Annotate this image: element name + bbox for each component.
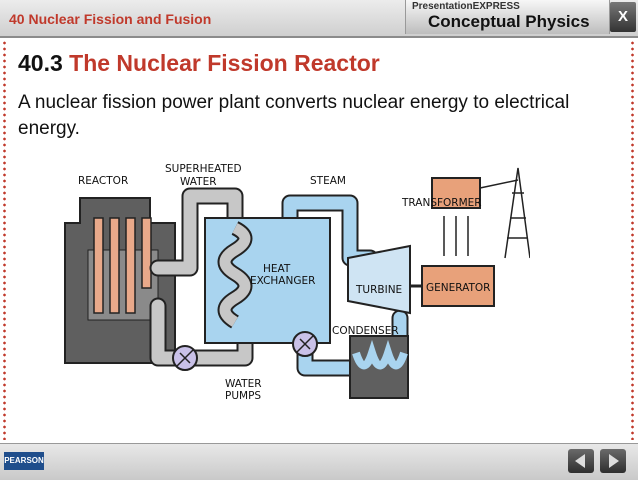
turbine — [347, 244, 411, 315]
label-water: WATER — [225, 378, 262, 390]
next-slide-button[interactable] — [600, 449, 626, 473]
label-superheated: SUPERHEATED — [165, 163, 242, 175]
label-heat: HEAT — [263, 263, 291, 275]
label-heat-exchanger: EXCHANGER — [250, 275, 315, 287]
body-text: A nuclear fission power plant converts n… — [18, 92, 570, 139]
label-condenser: CONDENSER — [332, 325, 399, 337]
section-number: 40.3 — [18, 50, 63, 76]
transformer-coils — [443, 216, 469, 256]
fission-reactor-diagram: REACTOR SUPERHEATED WATER STEAM TRANSFOR… — [64, 163, 530, 402]
footer-bar: PEARSON — [0, 443, 638, 480]
label-generator: GENERATOR — [426, 282, 490, 294]
triangle-left-icon — [575, 454, 585, 468]
decorative-dots-right — [630, 40, 635, 440]
condenser-coil — [352, 339, 408, 370]
brand-top-text: PresentationEXPRESS — [412, 1, 520, 12]
label-turbine: TURBINE — [355, 284, 402, 296]
control-rods — [93, 217, 152, 314]
section-heading: The Nuclear Fission Reactor — [69, 50, 380, 76]
label-reactor: REACTOR — [78, 175, 128, 187]
brand-main-text: Conceptual Physics — [428, 12, 590, 31]
label-pumps: PUMPS — [225, 390, 261, 402]
pearson-logo: PEARSON — [4, 452, 44, 470]
decorative-dots-left — [2, 40, 7, 440]
label-transformer: TRANSFORMER — [401, 197, 482, 209]
previous-slide-button[interactable] — [568, 449, 594, 473]
header-bar: 40 Nuclear Fission and Fusion Presentati… — [0, 0, 638, 38]
label-superheated-water: WATER — [180, 176, 217, 188]
brand-logo: PresentationEXPRESS Conceptual Physics — [405, 0, 610, 34]
transformer — [431, 177, 481, 209]
label-steam: STEAM — [310, 175, 346, 187]
water-pump-2 — [292, 331, 318, 357]
close-button[interactable]: X — [610, 2, 636, 32]
power-tower — [479, 167, 530, 259]
triangle-right-icon — [609, 454, 619, 468]
section-title: 40.3 The Nuclear Fission Reactor — [18, 50, 380, 77]
chapter-title: 40 Nuclear Fission and Fusion — [9, 11, 212, 27]
water-pump-1 — [172, 345, 198, 371]
